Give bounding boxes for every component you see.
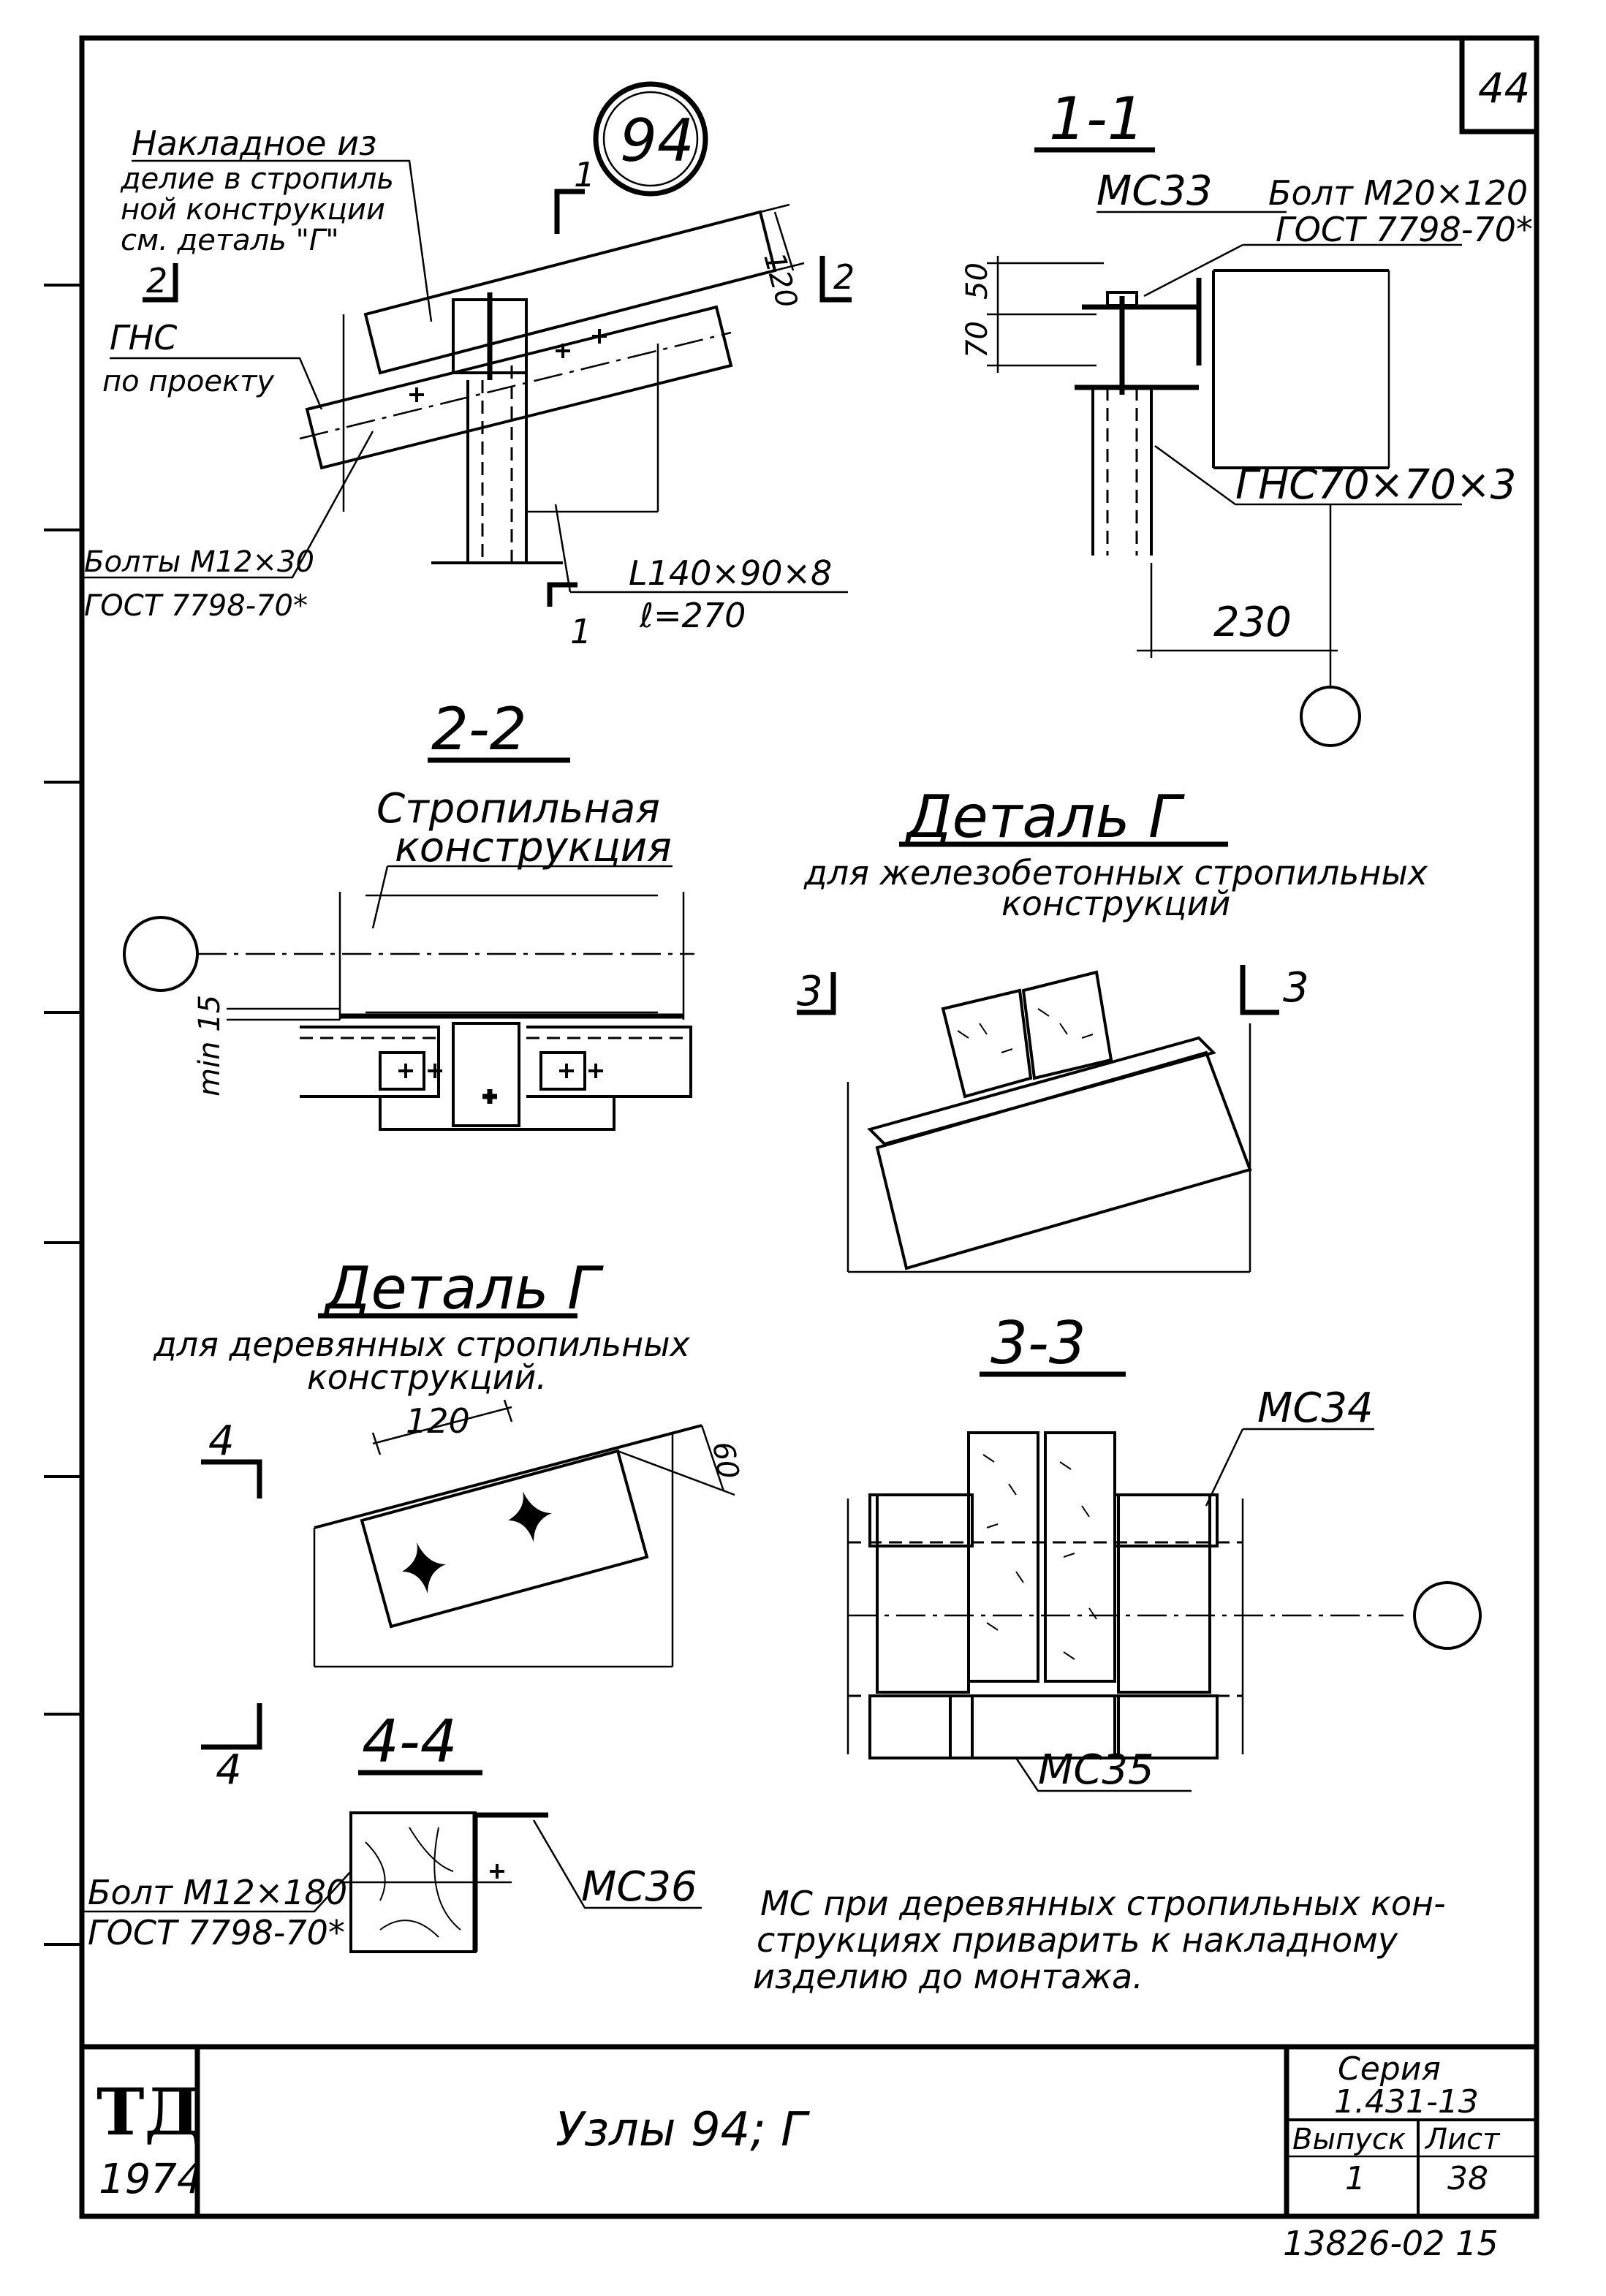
detail-g-wood-title: Деталь Г <box>323 1254 604 1322</box>
section-3-3-node-circle <box>1413 1581 1482 1650</box>
mc35-label: МС35 <box>1038 1746 1154 1794</box>
archive-number: 13826-02 15 <box>1283 2224 1499 2263</box>
series-label: Серия <box>1338 2050 1441 2088</box>
section-3-3-drawing <box>846 1371 1482 1792</box>
year: 1974 <box>99 2156 203 2203</box>
cut-mark-1-top: 1 <box>574 155 595 194</box>
node-94-drawing <box>84 81 852 607</box>
cut-mark-2-right: 2 <box>833 257 855 297</box>
bolt-m12-label-2: ГОСТ 7798-70* <box>88 1913 345 1952</box>
ghs70-label: ГНС70×70×3 <box>1235 461 1516 509</box>
cut-mark-3-left: 3 <box>797 968 823 1015</box>
node-94-mark: 94 <box>620 107 694 175</box>
detail-g-wood-drawing <box>201 1313 735 1750</box>
section-2-2-drawing <box>123 757 694 1131</box>
section-1-1-node-circle <box>1300 686 1361 747</box>
series-value: 1.431-13 <box>1334 2083 1479 2121</box>
rafter-label-1: Стропильная <box>376 785 660 833</box>
issue-label: Выпуск <box>1292 2123 1406 2156</box>
ghs-label-1: ГНС <box>110 318 177 357</box>
detail-g-concrete-sub-2: конструкций <box>1001 884 1230 923</box>
overlay-label-2: делие в стропиль <box>120 162 394 196</box>
detail-g-wood-sub-1: для деревянных стропильных <box>153 1325 691 1364</box>
ghs-label-2: по проекту <box>102 365 275 398</box>
mc33-label: МС33 <box>1096 167 1213 215</box>
detail-g-wood-sub-2: конструкций. <box>307 1357 547 1397</box>
dim-70-label: 70 <box>961 321 994 358</box>
angle-label-1: L140×90×8 <box>629 553 832 593</box>
note-line-1: МС при деревянных стропильных кон- <box>760 1884 1446 1923</box>
bolt-m20-label-1: Болт М20×120 <box>1268 173 1528 213</box>
section-3-3-title: 3-3 <box>991 1309 1086 1377</box>
cut-mark-1-bottom: 1 <box>570 612 591 651</box>
bolts-label-2: ГОСТ 7798-70* <box>84 589 308 623</box>
bolt-m20-label-2: ГОСТ 7798-70* <box>1276 210 1533 249</box>
section-1-1-title: 1-1 <box>1049 85 1145 153</box>
cut-mark-3-right: 3 <box>1283 964 1309 1012</box>
cut-mark-2-left: 2 <box>146 261 167 300</box>
angle-label-2: ℓ=270 <box>639 596 746 635</box>
section-2-2-node-circle <box>123 916 199 992</box>
detail-g-concrete-sub-1: для железобетонных стропильных <box>803 853 1428 893</box>
note-line-2: струкциях приварить к накладному <box>757 1920 1398 1960</box>
dim-120-label: 120 <box>757 249 803 312</box>
section-4-4-drawing <box>84 1770 702 1953</box>
node-94-circle <box>593 81 708 197</box>
overlay-label-4: см. деталь "Г" <box>121 224 339 257</box>
drawing-title: Узлы 94; Г <box>556 2103 810 2157</box>
overlay-label-1: Накладное из <box>132 124 376 163</box>
dim-50-label: 50 <box>961 262 994 300</box>
section-2-2-title: 2-2 <box>431 695 527 763</box>
rafter-label-2: конструкция <box>395 824 672 871</box>
sheet-frame <box>44 35 1539 2219</box>
section-1-1-drawing <box>987 147 1462 747</box>
section-4-4-title: 4-4 <box>362 1708 458 1776</box>
detail-g-concrete-title: Деталь Г <box>904 783 1185 851</box>
cut-mark-4-top: 4 <box>208 1417 235 1465</box>
dim-60-wood: 60 <box>705 1439 745 1482</box>
sheet-label: Лист <box>1424 2123 1501 2156</box>
mc34-label: МС34 <box>1257 1384 1374 1432</box>
detail-g-concrete-drawing <box>797 841 1279 1273</box>
org-code: ТД <box>96 2074 202 2150</box>
dim-120-wood: 120 <box>406 1401 470 1441</box>
mc36-label: МС36 <box>581 1863 697 1911</box>
note-line-3: изделию до монтажа. <box>753 1957 1143 1996</box>
issue-value: 1 <box>1345 2160 1366 2197</box>
overlay-label-3: ной конструкции <box>121 193 385 227</box>
bolts-label-1: Болты М12×30 <box>84 545 314 579</box>
title-block <box>82 2044 1537 2216</box>
bolt-m12-label-1: Болт М12×180 <box>88 1873 347 1912</box>
cut-mark-4-bottom: 4 <box>216 1746 242 1794</box>
sheet-value: 38 <box>1447 2160 1488 2197</box>
dim-230-label: 230 <box>1213 599 1292 646</box>
min-15-label: min 15 <box>193 995 227 1096</box>
corner-sheet-number: 44 <box>1478 65 1530 113</box>
